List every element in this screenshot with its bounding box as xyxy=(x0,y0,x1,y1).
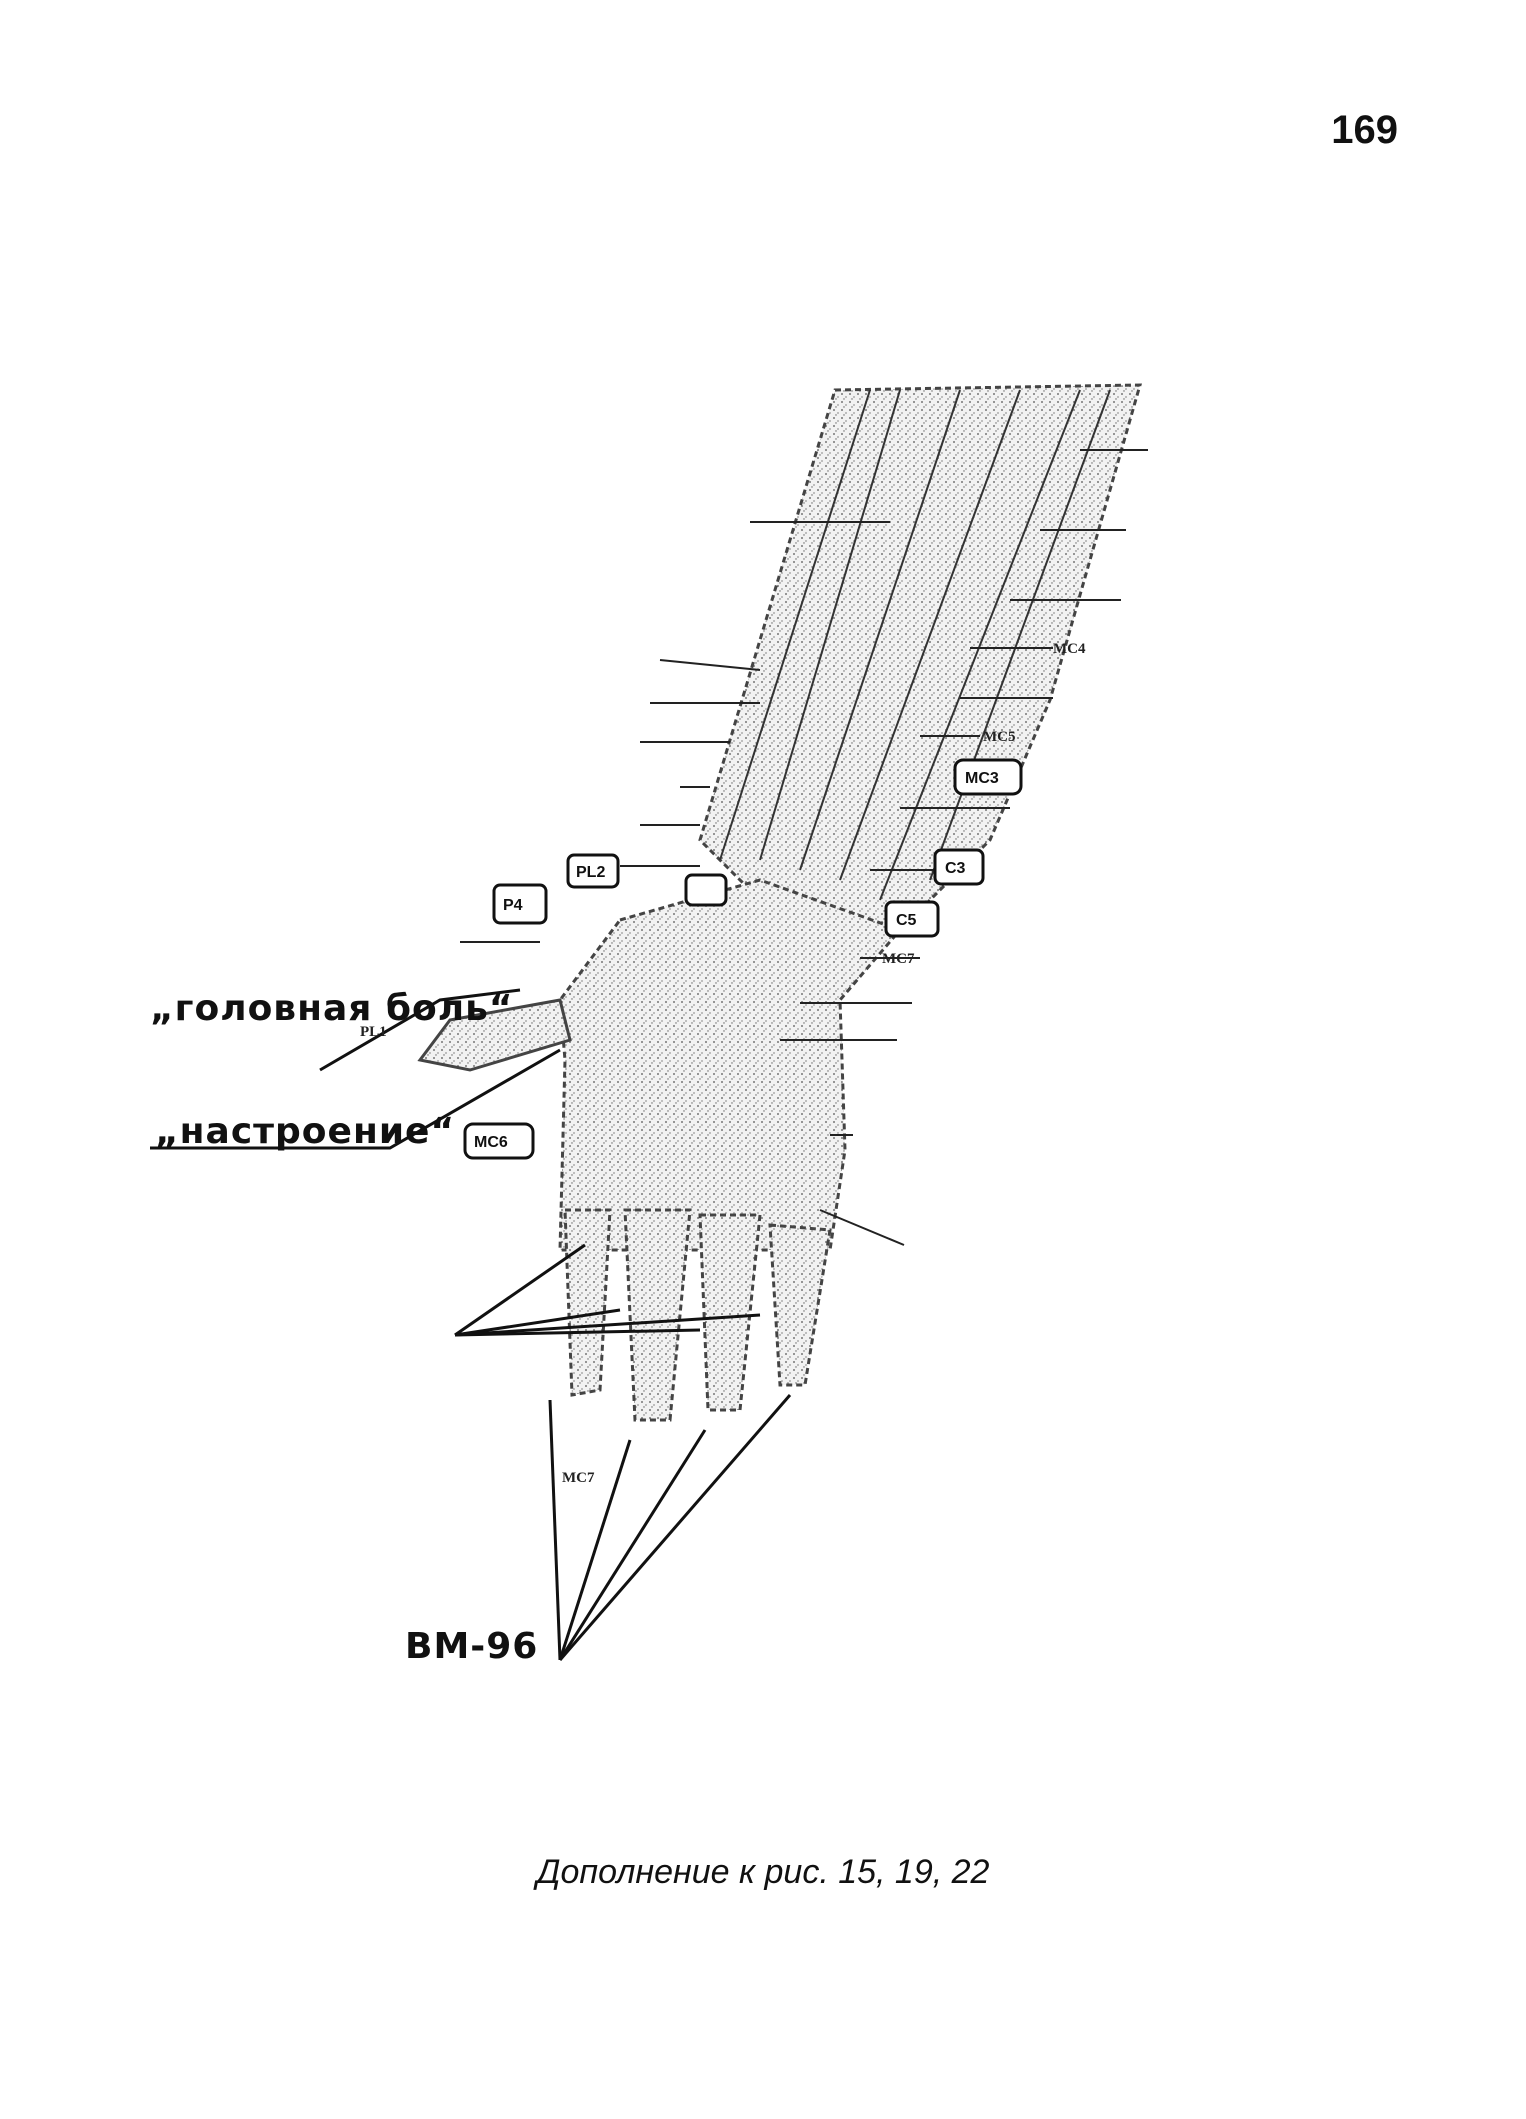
boxed-label-c3: C3 xyxy=(945,860,966,877)
label-mc7-upper: MC7 xyxy=(882,951,915,967)
finger-index xyxy=(563,1208,612,1397)
boxed-label-mc6: MC6 xyxy=(474,1134,508,1151)
annotation-bm96: ВМ-96 xyxy=(405,1626,538,1667)
thumb-shape xyxy=(417,998,572,1072)
annotation-leaders xyxy=(150,988,792,1661)
label-mc4: MC4 xyxy=(1053,641,1086,657)
leader-lines-left xyxy=(460,521,890,943)
tendon-lines xyxy=(719,389,1111,901)
page-number: 169 xyxy=(1331,108,1398,152)
hand-shape xyxy=(558,878,903,1252)
finger-middle xyxy=(623,1208,692,1422)
plain-labels: PL1 MC4 MC5 MC7 MC7 xyxy=(360,641,1086,1486)
boxed-label-mc3: MC3 xyxy=(965,770,999,787)
annotation-headache: „головная боль“ xyxy=(150,988,514,1029)
finger-ring xyxy=(698,1213,762,1412)
leader-lines-right xyxy=(780,449,1148,1246)
annotation-mood: „настроение“ xyxy=(155,1111,455,1152)
fingers xyxy=(563,1208,832,1422)
figure-caption: Дополнение к рис. 15, 19, 22 xyxy=(536,1853,990,1891)
label-mc5: MC5 xyxy=(983,729,1016,745)
boxed-labels: MC3 C3 C5 PL2 P4 MC6 xyxy=(463,758,1023,1160)
label-mc7-lower: MC7 xyxy=(562,1470,595,1486)
boxed-label-pl2: PL2 xyxy=(576,864,605,881)
forearm-shape xyxy=(698,383,1142,932)
label-pl1: PL1 xyxy=(360,1024,387,1040)
boxed-label-c5: C5 xyxy=(896,912,917,929)
finger-little xyxy=(768,1223,832,1387)
boxed-label-p4: P4 xyxy=(503,897,523,914)
